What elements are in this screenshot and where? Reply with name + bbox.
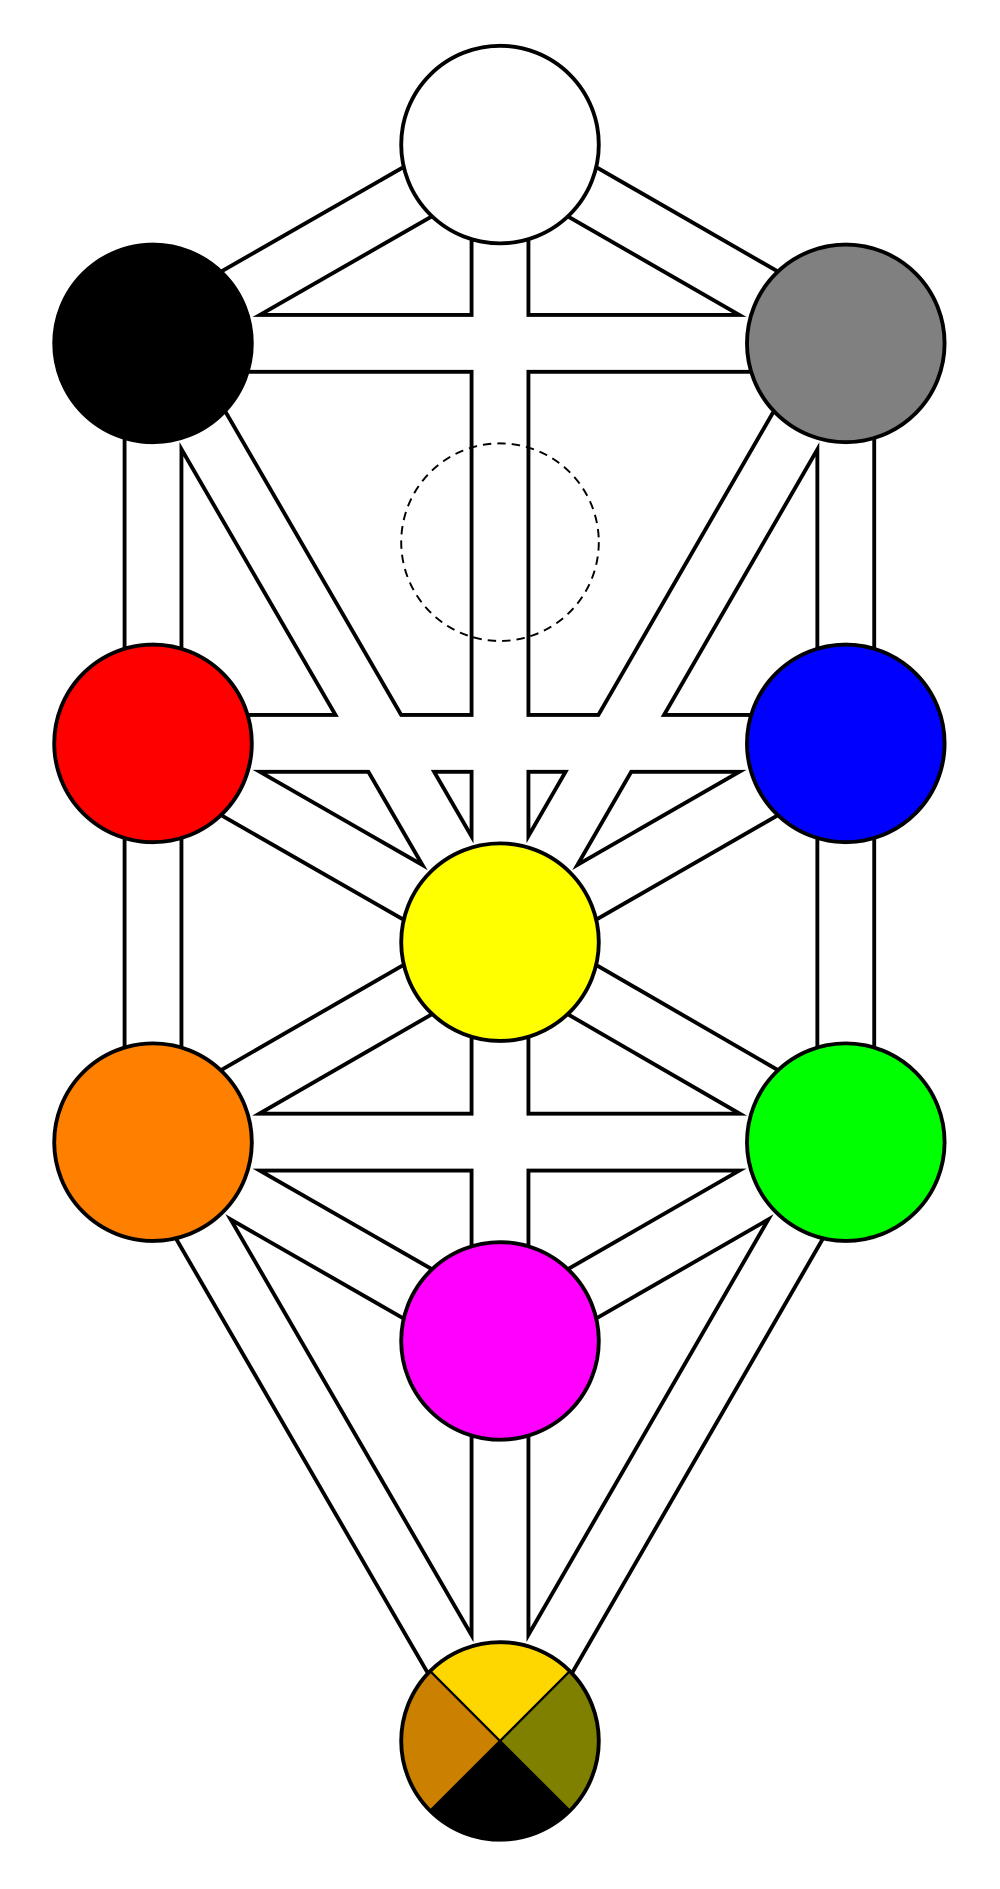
path-n8-n10 <box>130 1128 523 1755</box>
hidden-node-dashed-circle <box>400 442 600 642</box>
path-n2-n4 <box>819 343 873 744</box>
node-n1 <box>399 43 601 246</box>
path-n3-n5 <box>126 343 180 744</box>
path-n9-n10 <box>473 1340 527 1741</box>
node-n9 <box>399 1240 601 1442</box>
node-n2 <box>745 242 947 445</box>
path-n1-n6 <box>473 144 527 943</box>
nodes-layer <box>52 43 947 1842</box>
node-n8 <box>52 1041 254 1243</box>
path-n2-n6 <box>477 330 869 956</box>
path-n7-n10 <box>477 1128 869 1755</box>
node-n10-quarter-right <box>500 1671 599 1811</box>
node-n7 <box>745 1041 947 1243</box>
node-n10-quarter-left <box>401 1671 500 1811</box>
hidden-node-layer <box>400 442 600 642</box>
path-n3-n6 <box>130 330 523 956</box>
node-n6 <box>399 841 601 1043</box>
path-n7-n8 <box>153 1115 846 1169</box>
path-n4-n5 <box>153 716 846 770</box>
node-n3 <box>52 242 254 445</box>
node-n10-quartered <box>399 1640 601 1842</box>
node-n10-quarter-bottom <box>430 1740 570 1840</box>
node-n10-quarter-top <box>430 1642 570 1741</box>
node-n5 <box>52 642 254 845</box>
node-n4 <box>745 642 947 845</box>
node-n10-outline <box>399 1640 601 1842</box>
path-n2-n3 <box>153 316 846 370</box>
node-n10-divider-b <box>429 1670 571 1812</box>
